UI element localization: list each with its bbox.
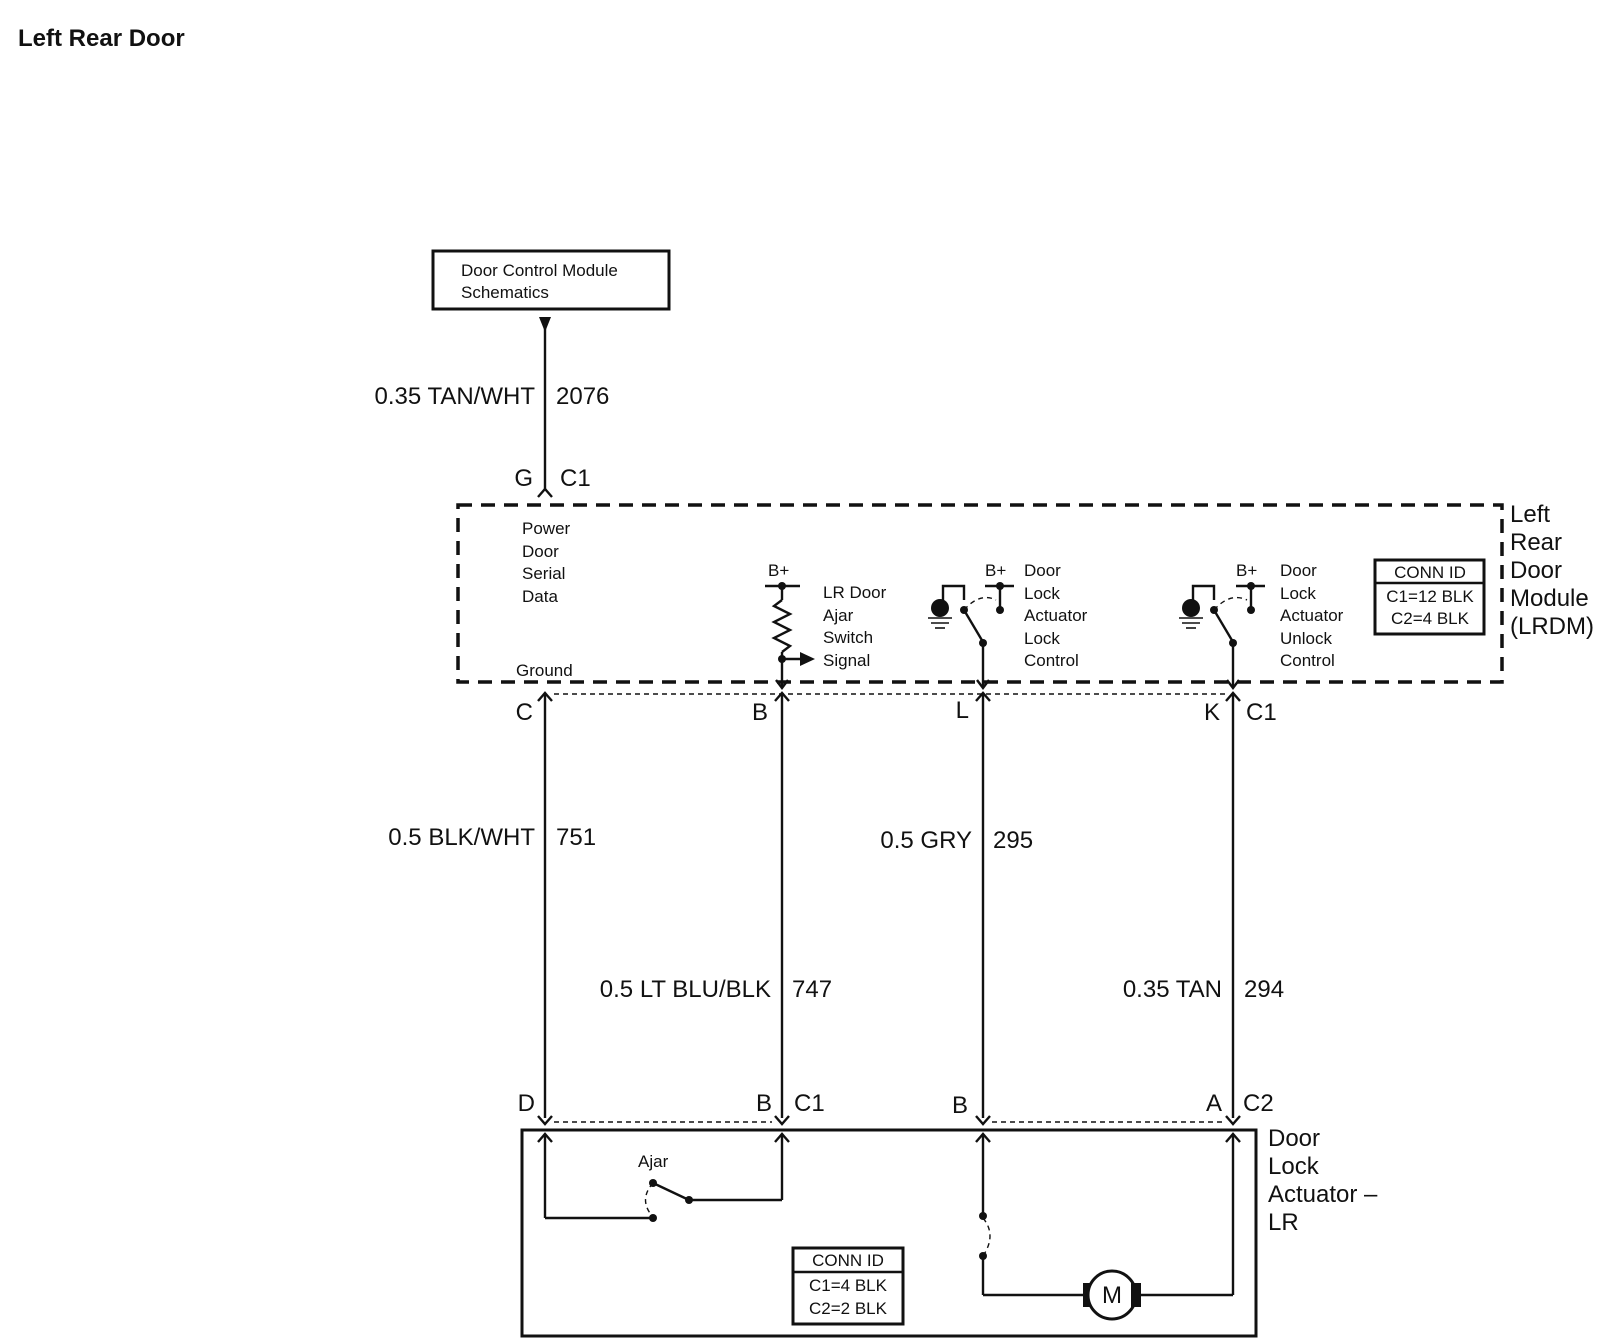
act-conn-id-header: CONN ID: [812, 1251, 884, 1270]
lrdm-name-line5: (LRDM): [1510, 613, 1594, 640]
motor-brush-right: [1131, 1283, 1141, 1307]
connector-g-c1: G C1: [514, 465, 591, 498]
wire-295: 0.5 GRY 295: [880, 693, 1033, 1118]
ajar-label-line4: Signal: [823, 651, 870, 670]
door-lock-actuator-box: [520, 1128, 1258, 1338]
ajar-label-line3: Switch: [823, 628, 873, 647]
unlock-ground-icon: [1182, 599, 1200, 617]
actuator-name-line2: Lock: [1268, 1153, 1320, 1180]
wire-751-gauge: 0.5 BLK/WHT: [388, 824, 535, 851]
unlock-label-line1: Door: [1280, 561, 1317, 580]
wire-751-circuit: 751: [556, 824, 596, 851]
pdsd-line4: Data: [522, 587, 558, 606]
lrdm-name: Left Rear Door Module (LRDM): [1510, 501, 1594, 640]
motor-circuit: M: [975, 1132, 1241, 1321]
unlock-label-line5: Control: [1280, 651, 1335, 670]
lock-label-line4: Lock: [1024, 629, 1060, 648]
unlock-label-line4: Unlock: [1280, 629, 1332, 648]
lrdm-conn-id-c2: C2=4 BLK: [1391, 609, 1470, 628]
ajar-label-line2: Ajar: [823, 606, 854, 625]
wire-295-gauge: 0.5 GRY: [880, 827, 972, 854]
unlock-control-relay: B+ Door Lock Actuator Unlock Control: [1179, 561, 1344, 690]
lrdm-conn-id-header: CONN ID: [1394, 563, 1466, 582]
lrdm-pin-k: K: [1204, 699, 1220, 726]
wire-2076-circuit: 2076: [556, 383, 609, 410]
lrdm-pin-b: B: [752, 699, 768, 726]
wire-747-gauge: 0.5 LT BLU/BLK: [600, 976, 771, 1003]
unlock-bplus-label: B+: [1236, 561, 1257, 580]
wire-294-circuit: 294: [1244, 976, 1284, 1003]
act-pin-b-c2: B: [952, 1092, 968, 1119]
unlock-label-line3: Actuator: [1280, 606, 1344, 625]
pdsd-line1: Power: [522, 519, 571, 538]
lock-label-line5: Control: [1024, 651, 1079, 670]
wire-751: 0.5 BLK/WHT 751: [388, 693, 596, 1118]
unlock-label-line2: Lock: [1280, 584, 1316, 603]
pullup-resistor-icon: [771, 599, 793, 653]
dcm-ref-line2: Schematics: [461, 283, 549, 302]
wire-2076: 0.35 TAN/WHT 2076: [375, 317, 609, 490]
ground-label: Ground: [516, 661, 573, 680]
actuator-name: Door Lock Actuator – LR: [1268, 1125, 1378, 1236]
pdsd-line3: Serial: [522, 564, 565, 583]
wire-294-gauge: 0.35 TAN: [1123, 976, 1222, 1003]
act-conn-id-c2: C2=2 BLK: [809, 1299, 888, 1318]
pin-g: G: [514, 465, 533, 492]
ajar-label-line1: LR Door: [823, 583, 887, 602]
actuator-name-line3: Actuator –: [1268, 1181, 1378, 1208]
lrdm-conn-id-box: CONN ID C1=12 BLK C2=4 BLK: [1373, 558, 1486, 636]
actuator-name-line4: LR: [1268, 1209, 1299, 1236]
diagram-title: Left Rear Door: [18, 25, 185, 52]
lock-label-line2: Lock: [1024, 584, 1060, 603]
act-pin-a: A: [1206, 1090, 1222, 1117]
lock-bplus-label: B+: [985, 561, 1006, 580]
lock-ground-icon: [931, 599, 949, 617]
wire-295-circuit: 295: [993, 827, 1033, 854]
power-door-serial-data-label: Power Door Serial Data: [522, 519, 571, 606]
lock-control-relay: B+ Door Lock Actuator Lock Control: [928, 561, 1088, 690]
act-conn-c2: C2: [1243, 1090, 1274, 1117]
pdsd-line2: Door: [522, 542, 559, 561]
act-pin-b-c1: B: [756, 1090, 772, 1117]
lrdm-pin-l: L: [956, 697, 969, 724]
act-conn-c1: C1: [794, 1090, 825, 1117]
lrdm-module-box: [456, 503, 1504, 684]
lrdm-name-line3: Door: [1510, 557, 1562, 584]
wire-747: 0.5 LT BLU/BLK 747: [600, 693, 832, 1118]
conn-c1-top: C1: [560, 465, 591, 492]
ajar-bplus-label: B+: [768, 561, 789, 580]
lrdm-bottom-connector: C B L K C1: [516, 691, 1277, 726]
lrdm-conn-c1-bottom: C1: [1246, 699, 1277, 726]
motor-label: M: [1102, 1282, 1122, 1309]
actuator-conn-id-box: CONN ID C1=4 BLK C2=2 BLK: [791, 1246, 905, 1326]
ajar-switch: Ajar: [537, 1132, 790, 1222]
wire-747-circuit: 747: [792, 976, 832, 1003]
wire-2076-gauge: 0.35 TAN/WHT: [375, 383, 536, 410]
lrdm-conn-id-c1: C1=12 BLK: [1386, 587, 1474, 606]
ajar-switch-label: Ajar: [638, 1152, 669, 1171]
signal-arrow-icon: [800, 652, 815, 666]
wire-294: 0.35 TAN 294: [1123, 693, 1284, 1118]
actuator-name-line1: Door: [1268, 1125, 1320, 1152]
lrdm-name-line2: Rear: [1510, 529, 1562, 556]
lock-label-line1: Door: [1024, 561, 1061, 580]
lrdm-name-line1: Left: [1510, 501, 1550, 528]
actuator-connectors: D B C1 B A C2: [518, 1090, 1274, 1126]
ajar-signal-circuit: B+ LR Door Ajar Switch Signal: [765, 561, 887, 690]
act-conn-id-c1: C1=4 BLK: [809, 1276, 888, 1295]
dcm-reference-box[interactable]: Door Control Module Schematics: [431, 249, 671, 311]
lrdm-name-line4: Module: [1510, 585, 1589, 612]
lock-label-line3: Actuator: [1024, 606, 1088, 625]
act-pin-d: D: [518, 1090, 535, 1117]
lrdm-pin-c: C: [516, 699, 533, 726]
dcm-ref-line1: Door Control Module: [461, 261, 618, 280]
